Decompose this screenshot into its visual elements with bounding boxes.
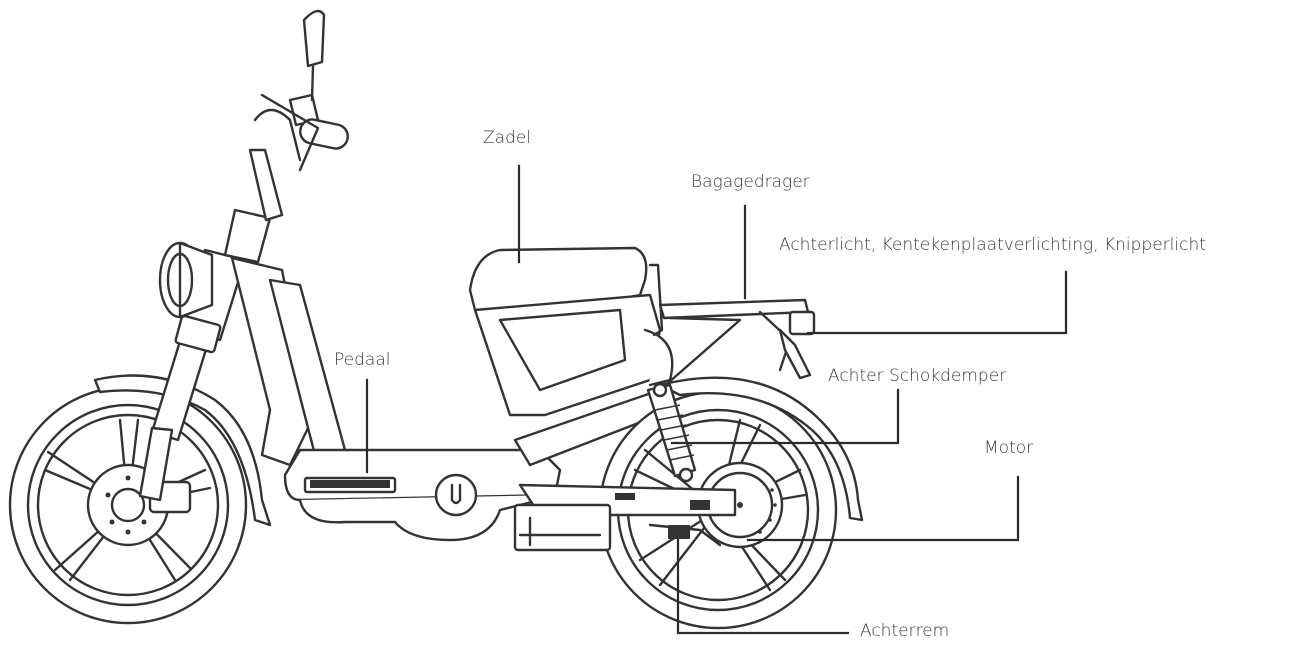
callout-schokdemper: [670, 388, 900, 445]
rear-shock-absorber: [646, 382, 697, 483]
callout-achterlicht: [806, 270, 1068, 335]
label-achterlicht: Achterlicht, Kentekenplaatverlichting, K…: [779, 235, 1206, 255]
label-motor: Motor: [984, 438, 1034, 458]
label-pedaal: Pedaal: [334, 350, 391, 370]
headlight: [158, 241, 214, 319]
label-schokdemper: Achter Schokdemper: [828, 366, 1007, 386]
handlebar: [223, 9, 349, 264]
main-frame: [230, 256, 674, 542]
label-zadel: Zadel: [483, 128, 532, 148]
luggage-rack: [658, 298, 816, 392]
label-achterrem: Achterrem: [860, 621, 950, 641]
callout-motor: [746, 475, 1020, 542]
rear-mudguard: [658, 376, 864, 522]
label-bagagedrager: Bagagedrager: [691, 172, 810, 192]
seat-assembly: [468, 246, 674, 417]
callout-lines: [365, 164, 1068, 635]
front-wheel: [8, 385, 248, 625]
swing-arm: [513, 483, 737, 552]
callout-achterrem: [676, 538, 850, 635]
